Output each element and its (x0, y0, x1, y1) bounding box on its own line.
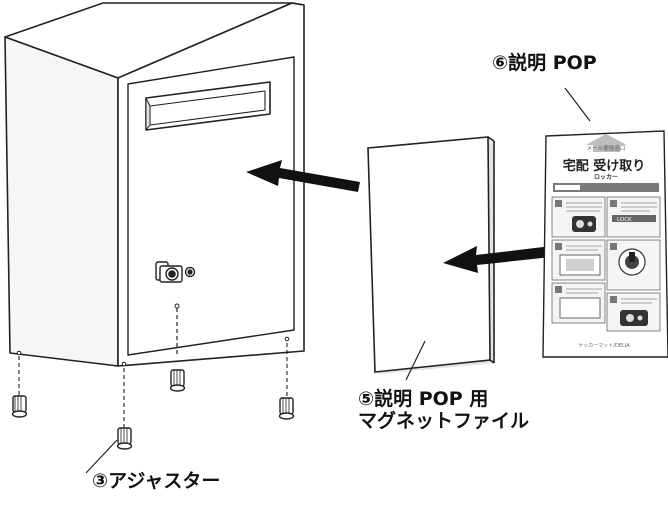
magnet-file-label-line1: ⑤説明 POP 用 (358, 388, 489, 410)
magnet-file-label: ⑤説明 POP 用 マグネットファイル (358, 388, 529, 432)
adjuster-leader (85, 439, 118, 474)
pop-label-text: ⑥説明 POP (492, 52, 597, 74)
magnet-file-label-line2: マグネットファイル (358, 410, 530, 432)
arrow-left-icon (246, 160, 360, 192)
leader-lines (85, 87, 591, 474)
pop-header-text: メール便投函口 (587, 144, 626, 152)
adjuster-feet (11, 343, 295, 450)
pop-footer: ヤッカーマット/DELIA (578, 343, 630, 349)
pop-lock-label: LOCK (617, 217, 632, 223)
cabinet-left-side (4, 36, 119, 367)
adjuster-foot-icon (11, 395, 28, 418)
locker-cabinet (4, 2, 305, 367)
pop-title: 宅配 受け取り (563, 158, 646, 174)
adjuster-foot-icon (169, 369, 186, 392)
pop-leader (564, 87, 591, 122)
adjuster-foot-icon (116, 427, 133, 450)
arrow-left-icon (443, 245, 561, 273)
pop-label: ⑥説明 POP (492, 52, 597, 74)
magnet-file-panel (367, 136, 495, 374)
mail-slot (145, 81, 271, 131)
pop-sheet: メール便投函口 宅配 受け取り ロッカー (542, 130, 668, 358)
pop-subtitle: ロッカー (594, 174, 618, 181)
file-leader (405, 340, 426, 381)
pop-header-arrow (586, 134, 627, 152)
adjuster-label: ③アジャスター (92, 470, 220, 492)
key-lock-icon (155, 261, 196, 283)
adjuster-label-text: ③アジャスター (92, 470, 221, 492)
adjuster-foot-icon (278, 397, 295, 420)
